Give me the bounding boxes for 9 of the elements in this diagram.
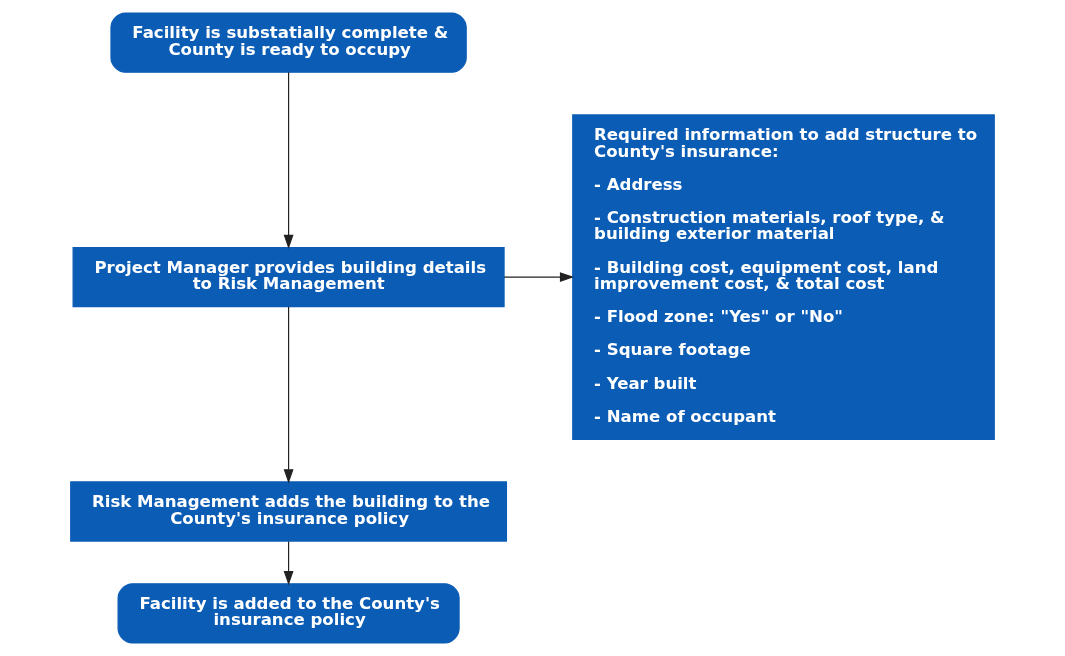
node-box: Required information to add structure to County's insurance: - Address - Construction materials, roof type, & building exterior material - Building cost, equipment cost, land improvement cost, & total cost - Flood zone: "Yes" or "No" - Square footage - Year built - Name of occupant: [572, 114, 995, 440]
node-box: Project Manager provides building details to Risk Management: [72, 246, 505, 308]
node-box: Facility is substatially complete & County is ready to occupy: [110, 12, 467, 73]
arrow: [503, 272, 575, 283]
arrow: [283, 71, 294, 249]
node-box: Risk Management adds the building to the County's insurance policy: [70, 481, 508, 542]
arrow: [283, 306, 294, 484]
node-box: Facility is added to the County's insurance policy: [117, 583, 460, 644]
arrow: [283, 540, 294, 586]
